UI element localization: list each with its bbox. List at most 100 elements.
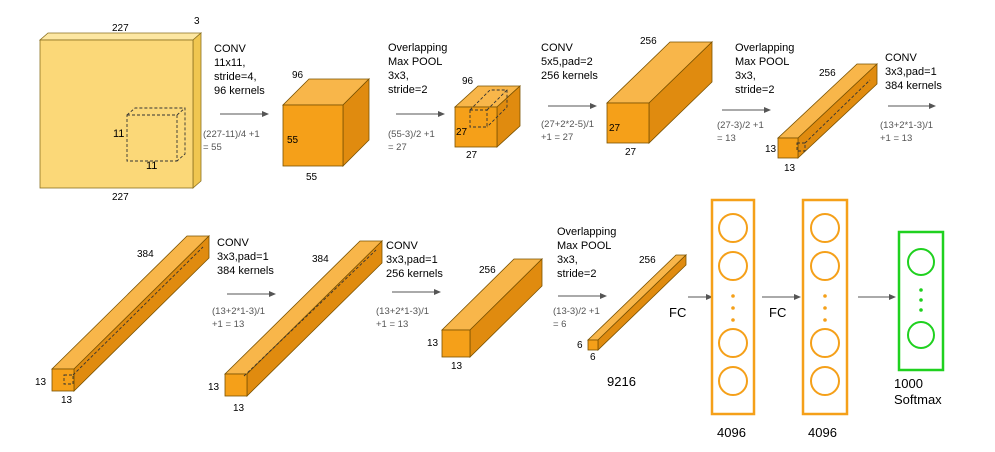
volume-27x27x96 <box>453 85 522 148</box>
svg-text:Overlapping: Overlapping <box>388 42 447 54</box>
v1-width: 55 <box>306 172 318 183</box>
v5-depth: 384 <box>137 249 154 260</box>
svg-text:stride=4,: stride=4, <box>214 71 257 83</box>
svg-text:(27-3)/2 +1: (27-3)/2 +1 <box>717 120 764 131</box>
conv4-calc: (13+2*1-3)/1 +1 = 13 <box>212 306 265 330</box>
kernel-width: 11 <box>146 160 157 172</box>
v6-depth: 384 <box>312 254 329 265</box>
input-depth: 3 <box>194 16 200 27</box>
volume-55x55x96 <box>282 78 370 167</box>
softmax-layer <box>897 230 945 372</box>
svg-text:CONV: CONV <box>214 43 246 55</box>
pool3-calc: (13-3)/2 +1 = 6 <box>553 306 600 330</box>
v1-depth: 96 <box>292 70 304 81</box>
svg-text:= 13: = 13 <box>717 133 736 144</box>
v8-depth: 256 <box>639 255 656 266</box>
pool1-label: Overlapping Max POOL 3x3, stride=2 <box>388 42 447 96</box>
conv3-label: CONV 3x3,pad=1 384 kernels <box>885 52 942 92</box>
v6-height: 13 <box>208 382 220 393</box>
v2-width: 27 <box>466 150 478 161</box>
svg-text:96 kernels: 96 kernels <box>214 85 265 97</box>
pool2-label: Overlapping Max POOL 3x3, stride=2 <box>735 42 794 96</box>
pool3-label: Overlapping Max POOL 3x3, stride=2 <box>557 226 616 280</box>
v2-depth: 96 <box>462 76 474 87</box>
fc2-size: 4096 <box>808 425 837 440</box>
v5-height: 13 <box>35 377 47 388</box>
kernel-window <box>126 114 178 162</box>
conv1-calc: (227-11)/4 +1 = 55 <box>203 129 260 153</box>
conv5-calc: (13+2*1-3)/1 +1 = 13 <box>376 306 429 330</box>
svg-text:384 kernels: 384 kernels <box>885 80 942 92</box>
svg-text:3x3,: 3x3, <box>735 70 756 82</box>
input-width-top: 227 <box>112 23 129 34</box>
v7-depth: 256 <box>479 265 496 276</box>
conv2-calc: (27+2*2-5)/1 +1 = 27 <box>541 119 594 143</box>
svg-text:Max POOL: Max POOL <box>388 56 442 68</box>
svg-text:+1 = 13: +1 = 13 <box>376 319 408 330</box>
svg-text:(13+2*1-3)/1: (13+2*1-3)/1 <box>880 120 933 131</box>
svg-text:256 kernels: 256 kernels <box>386 268 443 280</box>
svg-text:CONV: CONV <box>541 42 573 54</box>
svg-text:3x3,pad=1: 3x3,pad=1 <box>217 251 269 263</box>
svg-text:CONV: CONV <box>217 237 249 249</box>
svg-text:CONV: CONV <box>386 240 418 252</box>
fc2-label: FC <box>769 305 786 320</box>
svg-text:+1 = 13: +1 = 13 <box>880 133 912 144</box>
conv3-calc: (13+2*1-3)/1 +1 = 13 <box>880 120 933 144</box>
svg-text:5x5,pad=2: 5x5,pad=2 <box>541 56 593 68</box>
svg-text:(55-3)/2 +1: (55-3)/2 +1 <box>388 129 435 140</box>
v1-height: 55 <box>287 135 299 146</box>
conv2-label: CONV 5x5,pad=2 256 kernels <box>541 42 598 82</box>
svg-text:(13+2*1-3)/1: (13+2*1-3)/1 <box>376 306 429 317</box>
svg-text:3x3,pad=1: 3x3,pad=1 <box>386 254 438 266</box>
v4-width: 13 <box>784 163 796 174</box>
fc1-size: 4096 <box>717 425 746 440</box>
svg-text:Overlapping: Overlapping <box>557 226 616 238</box>
v3-height: 27 <box>609 123 621 134</box>
svg-text:11x11,: 11x11, <box>214 57 245 69</box>
svg-text:(13+2*1-3)/1: (13+2*1-3)/1 <box>212 306 265 317</box>
svg-text:+1 = 13: +1 = 13 <box>212 319 244 330</box>
volume-13x13x384-a <box>51 235 210 392</box>
fc1-label: FC <box>669 305 686 320</box>
svg-text:= 6: = 6 <box>553 319 566 330</box>
svg-text:Overlapping: Overlapping <box>735 42 794 54</box>
svg-text:stride=2: stride=2 <box>388 84 427 96</box>
svg-text:stride=2: stride=2 <box>557 268 596 280</box>
v8-width: 6 <box>590 352 596 363</box>
svg-text:(227-11)/4 +1: (227-11)/4 +1 <box>203 129 260 140</box>
v3-width: 27 <box>625 147 637 158</box>
svg-text:256 kernels: 256 kernels <box>541 70 598 82</box>
fc2-layer <box>801 198 849 416</box>
flatten-size: 9216 <box>607 374 636 389</box>
svg-text:(13-3)/2 +1: (13-3)/2 +1 <box>553 306 600 317</box>
v6-width: 13 <box>233 403 245 414</box>
v2-height: 27 <box>456 127 468 138</box>
conv1-label: CONV 11x11, stride=4, 96 kernels <box>214 43 265 97</box>
svg-text:Max POOL: Max POOL <box>557 240 611 252</box>
v8-height: 6 <box>577 340 583 351</box>
svg-text:3x3,pad=1: 3x3,pad=1 <box>885 66 937 78</box>
svg-text:384 kernels: 384 kernels <box>217 265 274 277</box>
svg-text:= 55: = 55 <box>203 142 222 153</box>
pool1-calc: (55-3)/2 +1 = 27 <box>388 129 435 153</box>
input-volume <box>38 32 203 189</box>
svg-text:+1 = 27: +1 = 27 <box>541 132 573 143</box>
softmax-label: Softmax <box>894 392 942 407</box>
softmax-size: 1000 <box>894 376 923 391</box>
fc1-layer <box>710 198 756 416</box>
conv5-label: CONV 3x3,pad=1 256 kernels <box>386 240 443 280</box>
volume-13x13x256-b <box>441 258 543 358</box>
svg-text:(27+2*2-5)/1: (27+2*2-5)/1 <box>541 119 594 130</box>
svg-text:3x3,: 3x3, <box>388 70 409 82</box>
conv4-label: CONV 3x3,pad=1 384 kernels <box>217 237 274 277</box>
input-width-bottom: 227 <box>112 192 129 203</box>
volume-13x13x256 <box>776 63 879 159</box>
svg-text:= 27: = 27 <box>388 142 407 153</box>
svg-text:stride=2: stride=2 <box>735 84 774 96</box>
v3-depth: 256 <box>640 36 657 47</box>
volume-27x27x256 <box>606 41 713 144</box>
svg-text:Max POOL: Max POOL <box>735 56 789 68</box>
kernel-height: 11 <box>113 128 124 140</box>
